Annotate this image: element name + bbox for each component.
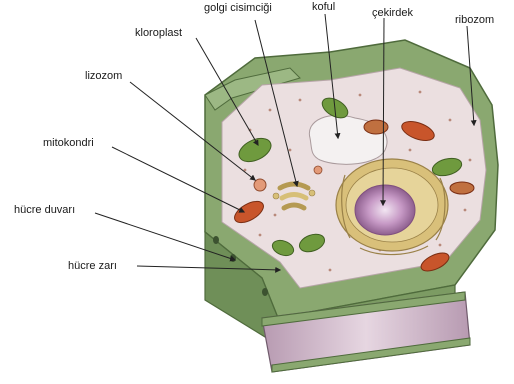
label-lizozom: lizozom (85, 70, 122, 82)
label-mitokondri: mitokondri (43, 137, 94, 149)
label-koful: koful (312, 1, 335, 13)
label-cekirdek: çekirdek (372, 7, 413, 19)
label-kloroplast: kloroplast (135, 27, 182, 39)
label-hucre-duvari: hücre duvarı (14, 204, 75, 216)
label-ribozom: ribozom (455, 14, 494, 26)
label-hucre-zari: hücre zarı (68, 260, 117, 272)
label-golgi: golgi cisimciği (204, 2, 272, 14)
